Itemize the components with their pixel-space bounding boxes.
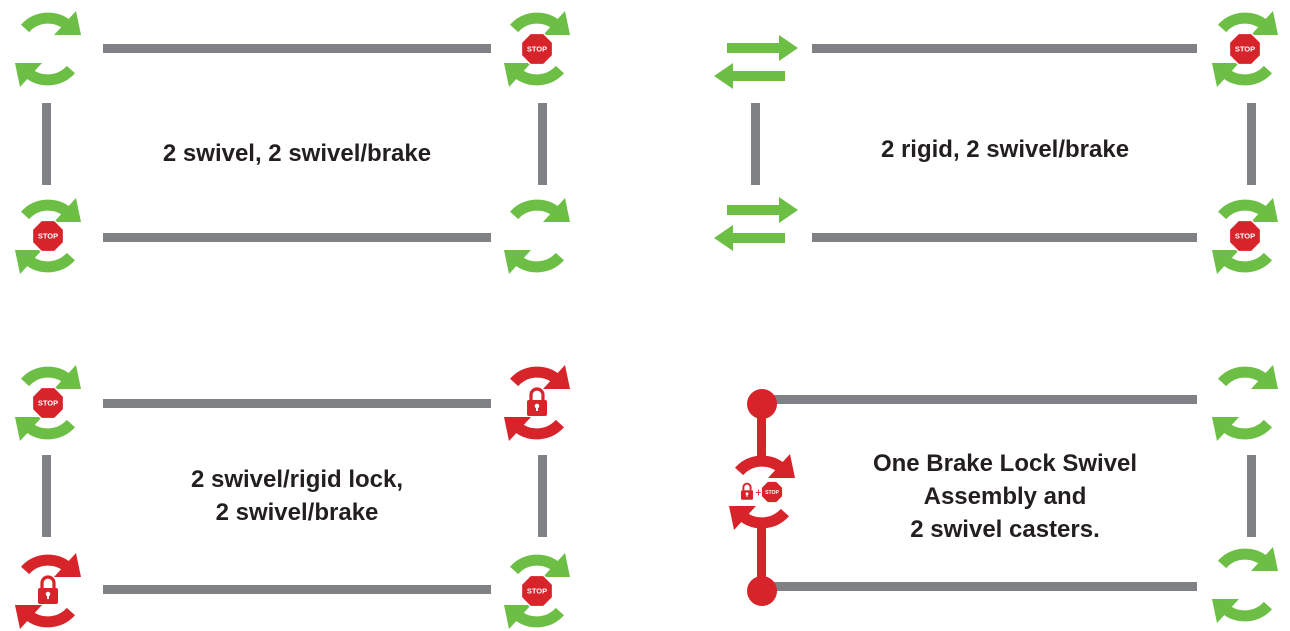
stop-sign-icon: STOP xyxy=(1228,32,1262,66)
swivel-caster-icon xyxy=(1205,545,1285,625)
frame-left-bar xyxy=(42,103,51,185)
frame-right-bar xyxy=(1247,103,1256,185)
frame-top-bar xyxy=(103,44,491,53)
svg-text:STOP: STOP xyxy=(527,45,547,54)
linkage-end-top-icon xyxy=(745,387,779,421)
plus-sign: + xyxy=(755,486,762,500)
circular-arrows-icon xyxy=(1212,365,1278,441)
rigid-caster-icon xyxy=(712,33,802,99)
circular-arrows-icon xyxy=(1212,11,1278,87)
rigid-caster-icon xyxy=(712,195,802,261)
padlock-icon xyxy=(527,387,547,416)
svg-text:STOP: STOP xyxy=(38,399,58,408)
stop-sign-icon: STOP xyxy=(760,480,784,504)
circular-arrows-icon xyxy=(1212,547,1278,623)
circular-arrows-icon xyxy=(504,553,570,629)
swivel-brake-caster-icon: STOP xyxy=(1205,196,1285,276)
stop-sign-icon: STOP xyxy=(1228,219,1262,253)
frame-top-bar xyxy=(812,44,1197,53)
stop-sign-icon: STOP xyxy=(520,574,554,608)
circular-arrows-icon xyxy=(504,198,570,274)
circular-arrows-icon xyxy=(15,365,81,441)
frame-right-bar xyxy=(1247,455,1256,537)
swivel-brake-caster-icon: STOP xyxy=(8,196,88,276)
circular-arrows-icon xyxy=(15,553,81,629)
frame-left-bar xyxy=(42,455,51,537)
padlock-icon xyxy=(741,482,753,500)
circular-arrows-icon xyxy=(15,11,81,87)
brake-lock-swivel-assembly-icon: + STOP xyxy=(722,452,802,532)
double-arrow-icon xyxy=(714,35,798,89)
config-label: 2 rigid, 2 swivel/brake xyxy=(810,133,1200,166)
swivel-caster-icon xyxy=(1205,363,1285,443)
svg-text:STOP: STOP xyxy=(1235,232,1255,241)
label-line: 2 swivel casters. xyxy=(910,516,1100,543)
frame-bottom-bar xyxy=(103,233,491,242)
swivel-brake-caster-icon: STOP xyxy=(1205,9,1285,89)
stop-sign-icon: STOP xyxy=(520,32,554,66)
config-label: 2 swivel/rigid lock, 2 swivel/brake xyxy=(100,463,494,529)
swivel-caster-icon xyxy=(497,196,577,276)
label-line: Assembly and xyxy=(923,483,1087,510)
frame-left-bar xyxy=(751,103,760,185)
frame-bottom-bar xyxy=(103,585,491,594)
circular-arrows-icon xyxy=(504,11,570,87)
swivel-brake-caster-icon: STOP xyxy=(8,363,88,443)
svg-text:STOP: STOP xyxy=(765,490,779,496)
svg-text:STOP: STOP xyxy=(38,232,58,241)
circular-arrows-icon xyxy=(1212,198,1278,274)
config-label: One Brake Lock Swivel Assembly and 2 swi… xyxy=(810,447,1200,546)
config-panel-1: 2 swivel, 2 swivel/brake STOP STOP xyxy=(0,0,600,285)
label-line: 2 swivel, 2 swivel/brake xyxy=(162,140,432,167)
frame-top-bar xyxy=(753,395,1197,404)
label-line: 2 swivel/rigid lock, xyxy=(190,466,404,493)
swivel-rigid-lock-caster-icon xyxy=(8,551,88,631)
frame-right-bar xyxy=(538,103,547,185)
svg-text:STOP: STOP xyxy=(1235,45,1255,54)
swivel-rigid-lock-caster-icon xyxy=(497,363,577,443)
stop-sign-icon: STOP xyxy=(31,219,65,253)
linkage-end-bottom-icon xyxy=(745,574,779,608)
label-line: 2 swivel/brake xyxy=(215,499,379,526)
frame-bottom-bar xyxy=(753,582,1197,591)
config-panel-2: 2 rigid, 2 swivel/brake STOP STOP xyxy=(0,0,1290,285)
swivel-brake-caster-icon: STOP xyxy=(497,551,577,631)
circular-arrows-icon xyxy=(504,365,570,441)
config-label: 2 swivel, 2 swivel/brake xyxy=(100,137,494,170)
circular-arrows-icon xyxy=(15,198,81,274)
label-line: 2 rigid, 2 swivel/brake xyxy=(880,136,1130,163)
frame-bottom-bar xyxy=(812,233,1197,242)
padlock-icon xyxy=(38,575,58,604)
config-panel-3: 2 swivel/rigid lock, 2 swivel/brake STOP… xyxy=(0,0,600,629)
frame-right-bar xyxy=(538,455,547,537)
svg-text:STOP: STOP xyxy=(527,587,547,596)
frame-top-bar xyxy=(103,399,491,408)
swivel-caster-icon xyxy=(8,9,88,89)
label-line: One Brake Lock Swivel xyxy=(872,450,1138,477)
swivel-brake-caster-icon: STOP xyxy=(497,9,577,89)
double-arrow-icon xyxy=(714,197,798,251)
stop-sign-icon: STOP xyxy=(31,386,65,420)
circular-arrows-icon xyxy=(729,454,795,530)
